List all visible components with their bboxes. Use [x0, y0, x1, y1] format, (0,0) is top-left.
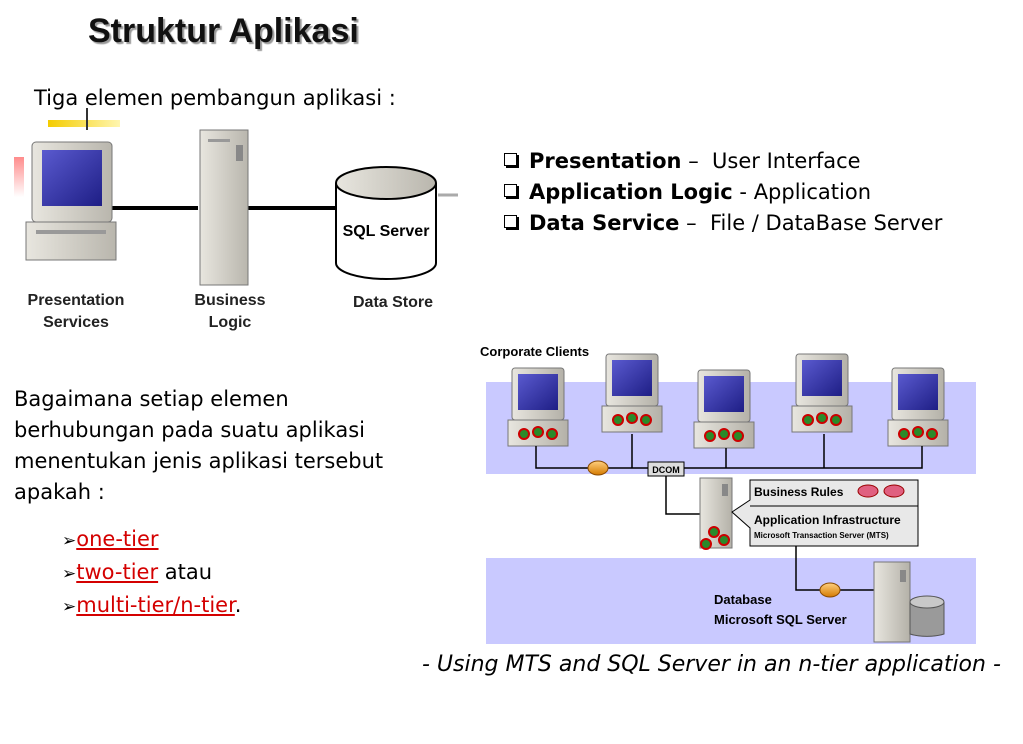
pc-icon	[25, 141, 117, 261]
three-tier-diagram: SQL Server Presentation Services Busines…	[25, 129, 458, 331]
mts-server-icon	[699, 477, 733, 550]
server-tower-icon	[199, 129, 249, 286]
sql-server-label: Microsoft SQL Server	[714, 612, 847, 627]
list-item: Application Logic - Application	[504, 177, 942, 208]
paragraph-line: berhubungan pada suatu aplikasi	[14, 418, 365, 442]
element-name: Application Logic	[529, 180, 733, 204]
decor-tick	[86, 108, 88, 130]
diagram-caption: - Using MTS and SQL Server in an n-tier …	[422, 652, 1001, 677]
label-presentation-1: Presentation	[28, 292, 125, 309]
app-infra-label: Application Infrastructure	[754, 513, 901, 527]
decor-yellow-bar	[48, 120, 120, 127]
list-item: Data Service – File / DataBase Server	[504, 208, 942, 239]
database-icon	[335, 166, 437, 280]
label-data-store: Data Store	[353, 294, 433, 311]
database-label: Database	[714, 592, 772, 607]
paragraph-line: apakah :	[14, 480, 105, 504]
client-pc-icon	[601, 353, 663, 433]
label-presentation-2: Services	[43, 314, 109, 331]
element-name: Presentation	[529, 149, 682, 173]
element-desc: File / DataBase Server	[709, 211, 943, 235]
list-item: ➢multi-tier/n-tier.	[62, 590, 241, 623]
mts-label: Microsoft Transaction Server (MTS)	[754, 531, 889, 540]
element-name: Data Service	[529, 211, 680, 235]
mts-ntier-diagram: DCOM Business Rules Application Infrastr…	[480, 344, 976, 644]
client-pc-icon	[791, 353, 853, 433]
slide-title: Struktur Aplikasi	[88, 12, 359, 50]
client-pc-icon	[887, 367, 949, 447]
db-label: SQL Server	[343, 223, 430, 240]
element-desc: User Interface	[712, 149, 861, 173]
separator: -	[732, 180, 754, 204]
elements-list: Presentation – User Interface Applicatio…	[504, 146, 942, 239]
body-paragraph: Bagaimana setiap elemen berhubungan pada…	[14, 384, 424, 508]
db-server-icon	[873, 561, 945, 643]
connector-dot	[587, 460, 609, 476]
tier-list: ➢one-tier ➢two-tier atau ➢multi-tier/n-t…	[62, 524, 241, 623]
component-icon	[883, 484, 905, 498]
list-item: Presentation – User Interface	[504, 146, 942, 177]
connector-dot	[819, 582, 841, 598]
paragraph-line: Bagaimana setiap elemen	[14, 387, 289, 411]
arrow-bullet-icon: ➢	[62, 531, 77, 551]
tier-suffix: atau	[158, 560, 213, 584]
paragraph-line: menentukan jenis aplikasi tersebut	[14, 449, 384, 473]
decor-pink-bar	[14, 157, 24, 197]
corporate-clients-label: Corporate Clients	[480, 344, 589, 359]
dcom-label: DCOM	[652, 465, 680, 475]
separator: –	[681, 149, 713, 173]
client-pc-icon	[507, 367, 569, 447]
label-business-2: Logic	[209, 314, 252, 331]
component-icon	[857, 484, 879, 498]
label-business-1: Business	[194, 292, 265, 309]
separator: –	[679, 211, 710, 235]
two-tier-link[interactable]: two-tier	[76, 560, 159, 584]
client-pc-icon	[693, 369, 755, 449]
tier-suffix: .	[234, 593, 242, 617]
client-bus-line	[535, 446, 923, 469]
multi-tier-link[interactable]: multi-tier/n-tier	[76, 593, 235, 617]
list-item: ➢one-tier	[62, 524, 241, 557]
checkbox-bullet-icon	[504, 215, 517, 228]
one-tier-link[interactable]: one-tier	[76, 527, 159, 551]
arrow-bullet-icon: ➢	[62, 597, 77, 617]
list-item: ➢two-tier atau	[62, 557, 241, 590]
checkbox-bullet-icon	[504, 184, 517, 197]
business-rules-label: Business Rules	[754, 485, 844, 499]
checkbox-bullet-icon	[504, 153, 517, 166]
arrow-bullet-icon: ➢	[62, 564, 77, 584]
slide-subtitle: Tiga elemen pembangun aplikasi :	[34, 86, 396, 110]
element-desc: Application	[753, 180, 872, 204]
